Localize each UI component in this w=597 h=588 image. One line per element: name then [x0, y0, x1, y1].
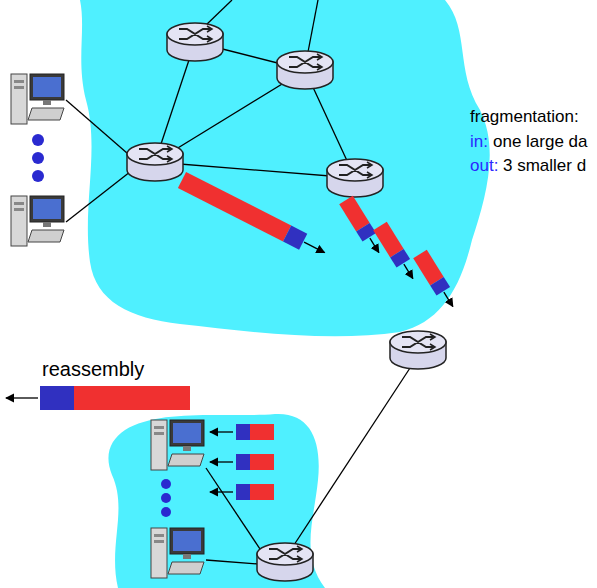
note-text: fragmentation:: [470, 108, 579, 127]
ellipsis-dots: [32, 134, 171, 517]
network-link: [66, 0, 410, 564]
fragment: [339, 196, 459, 311]
datagram: [6, 386, 190, 410]
host-computer: [11, 74, 204, 578]
datagram: [178, 172, 329, 261]
network-cloud: [80, 0, 490, 336]
keyword-label: out:: [470, 157, 498, 176]
note-text: one large da: [493, 133, 588, 152]
router-icon: [127, 23, 446, 581]
network-cloud: [108, 414, 325, 588]
note-text: reassembly: [42, 358, 144, 380]
fragment: [210, 424, 274, 500]
note-text: 3 smaller d: [503, 157, 586, 176]
keyword-label: in:: [470, 133, 488, 152]
